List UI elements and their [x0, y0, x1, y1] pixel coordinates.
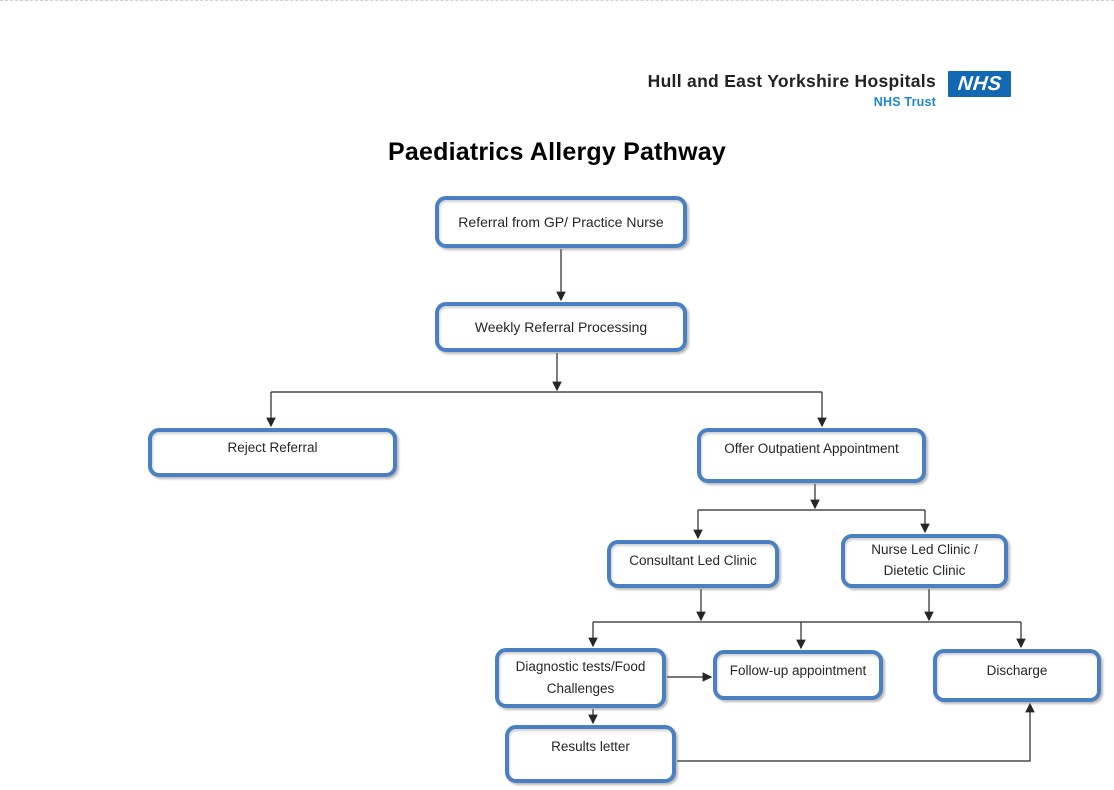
node-weekly-referral-processing: Weekly Referral Processing: [435, 302, 687, 352]
node-weekly-referral-processing-label: Weekly Referral Processing: [474, 318, 648, 335]
node-followup-appointment: Follow-up appointment: [713, 650, 883, 700]
node-consultant-led-clinic: Consultant Led Clinic: [607, 540, 779, 588]
nhs-logo-text: NHS: [956, 72, 1003, 95]
node-reject-referral-label: Reject Referral: [227, 440, 318, 456]
page-top-edge: [0, 0, 1114, 1]
connector-results-to-discharge: [677, 702, 1035, 762]
trust-org-name: Hull and East Yorkshire Hospitals: [647, 71, 936, 91]
trust-sub-label: NHS Trust: [873, 95, 936, 109]
node-consultant-led-clinic-label: Consultant Led Clinic: [629, 552, 757, 568]
node-referral-gp: Referral from GP/ Practice Nurse: [435, 196, 687, 248]
trust-header: Hull and East Yorkshire Hospitals NHS Tr…: [0, 71, 1011, 109]
node-diagnostic-tests-food-challenges-label: Diagnostic tests/Food Challenges: [515, 659, 646, 696]
node-results-letter: Results letter: [505, 725, 676, 783]
node-nurse-led-dietetic-clinic: Nurse Led Clinic / Dietetic Clinic: [841, 534, 1008, 588]
nhs-logo: NHS: [948, 71, 1011, 97]
node-discharge-label: Discharge: [986, 663, 1048, 679]
node-discharge: Discharge: [933, 649, 1101, 702]
node-results-letter-label: Results letter: [551, 739, 630, 754]
node-offer-outpatient-appointment-label: Offer Outpatient Appointment: [724, 441, 899, 456]
trust-name-block: Hull and East Yorkshire Hospitals NHS Tr…: [648, 71, 936, 109]
node-nurse-led-dietetic-clinic-label: Nurse Led Clinic / Dietetic Clinic: [871, 542, 978, 578]
node-offer-outpatient-appointment: Offer Outpatient Appointment: [697, 428, 926, 483]
node-reject-referral: Reject Referral: [148, 428, 397, 477]
node-referral-gp-label: Referral from GP/ Practice Nurse: [458, 213, 664, 230]
node-followup-appointment-label: Follow-up appointment: [729, 662, 867, 678]
node-diagnostic-tests-food-challenges: Diagnostic tests/Food Challenges: [495, 648, 666, 708]
page-title: Paediatrics Allergy Pathway: [388, 138, 726, 166]
